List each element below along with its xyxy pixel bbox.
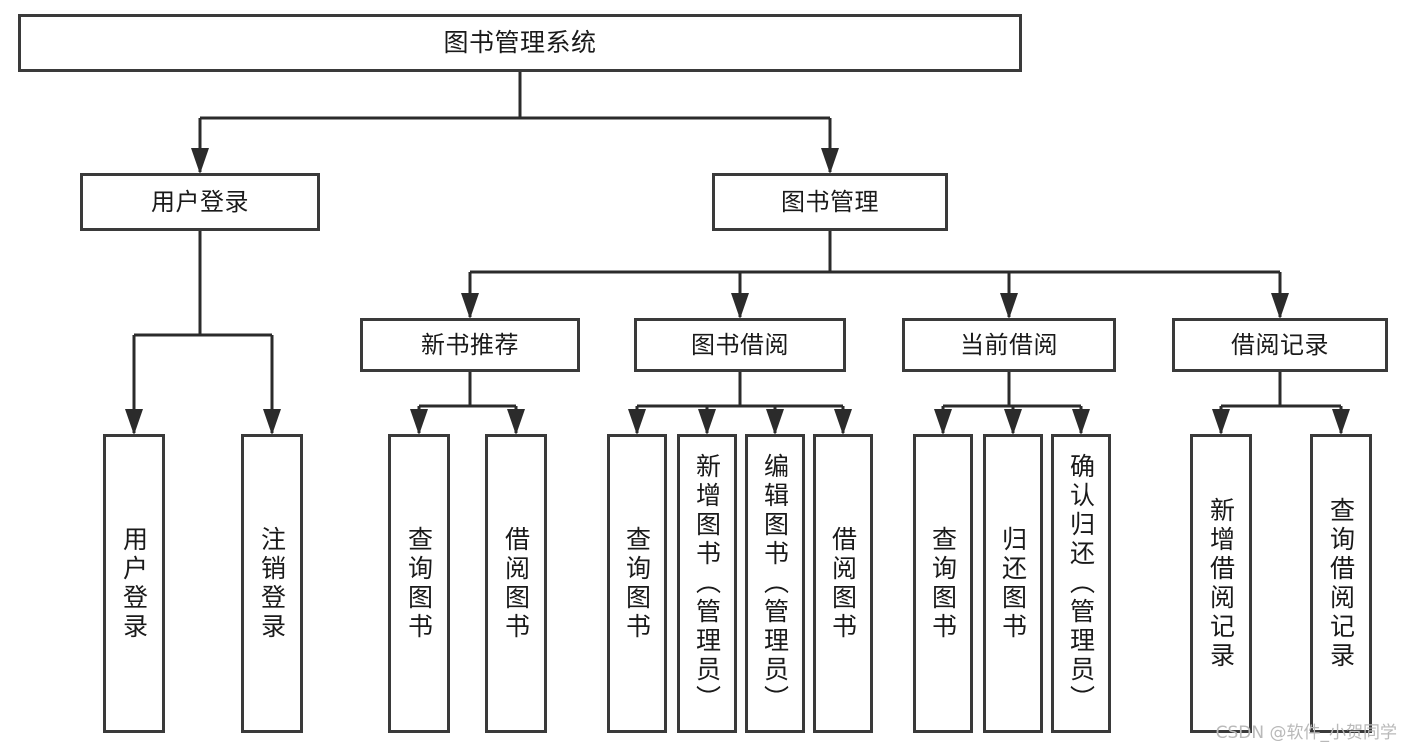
- node-nbr-query-book[interactable]: 查询图书: [388, 434, 450, 733]
- node-new-book-rec-label: 新书推荐: [421, 330, 519, 359]
- node-cb-query-book[interactable]: 查询图书: [913, 434, 973, 733]
- node-br-add-record-label: 新增借阅记录: [1206, 496, 1236, 671]
- node-leaf-logout-label: 注销登录: [257, 525, 287, 642]
- node-user-login-label: 用户登录: [151, 187, 249, 216]
- node-bb-edit-book[interactable]: 编辑图书（管理员）: [745, 434, 805, 733]
- node-bb-edit-book-label: 编辑图书（管理员）: [760, 453, 790, 714]
- node-leaf-user-login-label: 用户登录: [119, 525, 149, 642]
- node-book-management[interactable]: 图书管理: [712, 173, 948, 231]
- node-book-borrow[interactable]: 图书借阅: [634, 318, 846, 372]
- node-cb-query-book-label: 查询图书: [928, 525, 958, 642]
- node-book-borrow-label: 图书借阅: [691, 330, 789, 359]
- node-current-borrow-label: 当前借阅: [960, 330, 1058, 359]
- node-br-add-record[interactable]: 新增借阅记录: [1190, 434, 1252, 733]
- node-bb-query-book[interactable]: 查询图书: [607, 434, 667, 733]
- node-nbr-query-book-label: 查询图书: [404, 525, 434, 642]
- node-bb-query-book-label: 查询图书: [622, 525, 652, 642]
- node-root-label: 图书管理系统: [443, 28, 597, 58]
- node-user-login[interactable]: 用户登录: [80, 173, 320, 231]
- node-cb-confirm-return-label: 确认归还（管理员）: [1066, 453, 1096, 714]
- node-cb-return-book-label: 归还图书: [998, 525, 1028, 642]
- node-br-query-record-label: 查询借阅记录: [1326, 496, 1356, 671]
- node-bb-add-book[interactable]: 新增图书（管理员）: [677, 434, 737, 733]
- node-borrow-record[interactable]: 借阅记录: [1172, 318, 1388, 372]
- node-current-borrow[interactable]: 当前借阅: [902, 318, 1116, 372]
- node-nbr-borrow-book-label: 借阅图书: [501, 525, 531, 642]
- node-new-book-rec[interactable]: 新书推荐: [360, 318, 580, 372]
- node-cb-confirm-return[interactable]: 确认归还（管理员）: [1051, 434, 1111, 733]
- node-bb-borrow-book-label: 借阅图书: [828, 525, 858, 642]
- node-borrow-record-label: 借阅记录: [1231, 330, 1329, 359]
- node-leaf-logout[interactable]: 注销登录: [241, 434, 303, 733]
- node-nbr-borrow-book[interactable]: 借阅图书: [485, 434, 547, 733]
- watermark-text: CSDN @软件_小贺同学: [1215, 723, 1397, 743]
- node-bb-add-book-label: 新增图书（管理员）: [692, 453, 722, 714]
- node-leaf-user-login[interactable]: 用户登录: [103, 434, 165, 733]
- node-cb-return-book[interactable]: 归还图书: [983, 434, 1043, 733]
- node-br-query-record[interactable]: 查询借阅记录: [1310, 434, 1372, 733]
- node-bb-borrow-book[interactable]: 借阅图书: [813, 434, 873, 733]
- node-root[interactable]: 图书管理系统: [18, 14, 1022, 72]
- node-book-management-label: 图书管理: [781, 187, 879, 216]
